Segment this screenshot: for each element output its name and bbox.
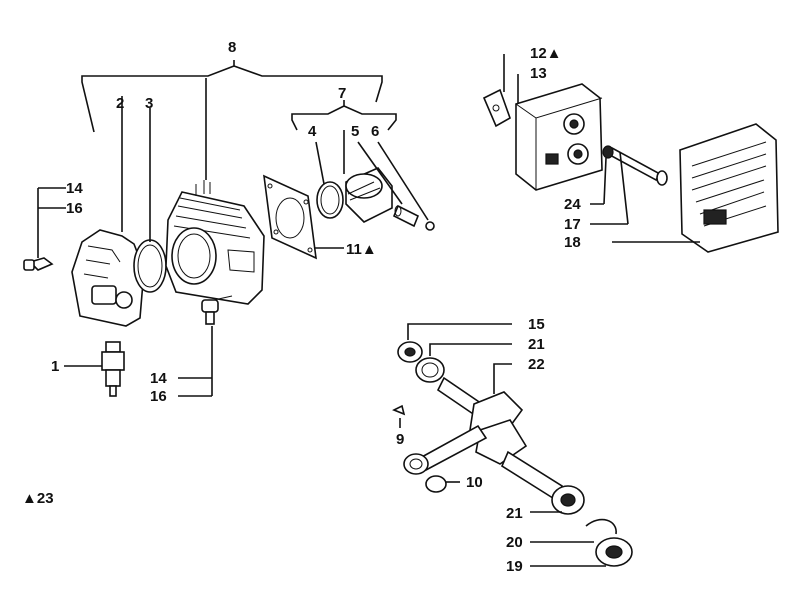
label-13: 13	[530, 65, 547, 82]
label-11: 11▲	[346, 241, 377, 258]
label-17: 17	[564, 216, 581, 233]
label-6: 6	[371, 123, 379, 140]
label-21-lower: 21	[506, 505, 523, 522]
part-11-gasket	[263, 174, 344, 260]
label-2: 2	[116, 95, 124, 112]
part-7-piston	[343, 130, 393, 223]
part-18-muffler-cover	[612, 123, 779, 253]
label-14-center: 14	[150, 370, 167, 387]
label-3: 3	[145, 95, 153, 112]
crankshaft-assembly	[392, 323, 633, 567]
bolt-14-16-center	[178, 295, 233, 397]
part-12-muffler-gasket	[482, 54, 511, 128]
bracket-8	[81, 60, 383, 180]
part-3-o-ring	[133, 108, 167, 293]
label-16-center: 16	[150, 388, 167, 405]
label-1: 1	[51, 358, 59, 375]
label-10: 10	[466, 474, 483, 491]
part-5-piston-pin	[357, 141, 420, 228]
part-6-circlip	[377, 141, 435, 231]
label-22: 22	[528, 356, 545, 373]
bracket-7	[291, 100, 397, 131]
label-7: 7	[338, 85, 346, 102]
cylinder	[165, 180, 265, 305]
label-23: ▲23	[22, 490, 54, 507]
label-16-left: 16	[66, 200, 83, 217]
label-14-left: 14	[66, 180, 83, 197]
label-8: 8	[228, 39, 236, 56]
part-13-muffler	[515, 74, 603, 191]
label-12: 12▲	[530, 45, 562, 62]
part-24-washer	[590, 145, 614, 205]
bolt-14-16-left	[23, 187, 66, 271]
label-15: 15	[528, 316, 545, 333]
part-4-piston-ring	[315, 141, 344, 219]
label-9: 9	[396, 431, 404, 448]
part-1-spark-plug	[64, 341, 125, 397]
label-4: 4	[308, 123, 317, 140]
label-5: 5	[351, 123, 359, 140]
part-2-intake-block	[71, 96, 145, 327]
label-24: 24	[564, 196, 581, 213]
label-18: 18	[564, 234, 581, 251]
label-20: 20	[506, 534, 523, 551]
label-19: 19	[506, 558, 523, 575]
label-21-upper: 21	[528, 336, 545, 353]
